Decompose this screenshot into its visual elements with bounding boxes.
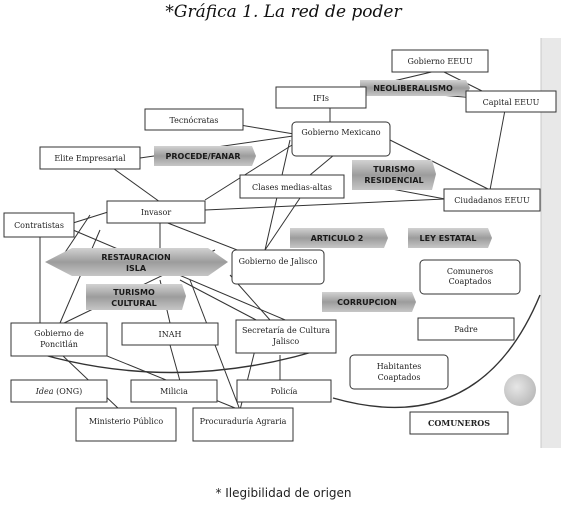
lower-left-ellipse [11,344,336,374]
node-comuneros-coaptados: Comuneros Coaptados [419,259,521,295]
node-capital-eeuu: Capital EEUU [465,90,557,113]
svg-text:TURISMO: TURISMO [113,288,155,297]
svg-text:Capital EEUU: Capital EEUU [483,98,540,107]
svg-text:Milicia: Milicia [160,387,188,396]
decorative-circle [504,374,536,406]
svg-text:Policía: Policía [271,387,298,396]
large-arc-right [332,294,541,409]
svg-text:Ciudadanos EEUU: Ciudadanos EEUU [454,196,530,205]
svg-text:RESIDENCIAL: RESIDENCIAL [364,176,423,185]
svg-text:Poncitlán: Poncitlán [40,340,78,349]
band-turismo-cultural: TURISMO CULTURAL [86,284,186,310]
power-network-diagram: NEOLIBERALISMO PROCEDE/FANAR TURISMO RES… [3,38,561,448]
band-restauracion-isla: RESTAURACION ISLA [45,248,228,276]
svg-text:Gobierno de Jalisco: Gobierno de Jalisco [239,257,318,266]
svg-text:INAH: INAH [159,330,182,339]
node-habitantes-coaptados: Habitantes Coaptados [349,354,449,390]
svg-text:Contratistas: Contratistas [14,221,64,230]
node-padre: Padre [417,317,515,341]
svg-text:CULTURAL: CULTURAL [111,299,157,308]
svg-text:Habitantes: Habitantes [377,362,422,371]
svg-text:Tecnócratas: Tecnócratas [169,116,218,125]
node-inah: INAH [121,322,219,346]
svg-text:ISLA: ISLA [126,264,147,273]
node-clases-medias-altas: Clases medias-altas [239,174,345,199]
band-turismo-residencial: TURISMO RESIDENCIAL [352,160,436,190]
svg-text:Coaptados: Coaptados [378,373,421,382]
svg-text:Invasor: Invasor [141,208,172,217]
node-idea-ong: Idea (ONG) [10,379,108,403]
node-milicia: Milicia [130,379,218,403]
node-secretaria-cultura-jalisco: Secretaría de Cultura Jalisco [235,319,337,354]
svg-text:COMUNEROS: COMUNEROS [428,418,490,428]
node-gobierno-jalisco: Gobierno de Jalisco [231,249,325,285]
svg-text:Idea (ONG): Idea (ONG) [35,387,83,396]
svg-text:Clases medias-altas: Clases medias-altas [252,183,332,192]
node-ifis: IFIs [275,86,367,109]
svg-text:TURISMO: TURISMO [373,165,415,174]
node-tecnocratas: Tecnócratas [144,108,244,131]
band-ley-estatal: LEY ESTATAL [408,228,492,248]
band-articulo-2: ARTICULO 2 [290,228,388,248]
node-gobierno-poncitlan: Gobierno de Poncitlán [10,322,108,357]
svg-text:Coaptados: Coaptados [449,277,492,286]
band-neoliberalismo: NEOLIBERALISMO [360,80,470,96]
svg-text:NEOLIBERALISMO: NEOLIBERALISMO [373,84,453,93]
svg-text:Procuraduría Agraria: Procuraduría Agraria [200,417,287,426]
band-procede-fanar: PROCEDE/FANAR [154,146,256,166]
right-vertical-bar [541,38,561,448]
band-corrupcion: CORRUPCION [322,292,416,312]
node-ministerio-publico: Ministerio Público [75,407,177,442]
svg-text:ARTICULO 2: ARTICULO 2 [311,234,364,243]
node-comuneros: COMUNEROS [409,411,509,435]
svg-text:CORRUPCION: CORRUPCION [337,298,397,307]
svg-text:Gobierno EEUU: Gobierno EEUU [407,57,472,66]
svg-text:Padre: Padre [454,325,478,334]
svg-text:Secretaría de Cultura: Secretaría de Cultura [242,326,330,335]
node-policia: Policía [236,379,332,403]
svg-text:LEY ESTATAL: LEY ESTATAL [420,234,477,243]
node-gobierno-mexicano: Gobierno Mexicano [291,121,391,157]
footnote: * Ilegibilidad de origen [215,486,352,500]
svg-text:Comuneros: Comuneros [447,267,493,276]
node-contratistas: Contratistas [3,212,75,238]
svg-text:Gobierno Mexicano: Gobierno Mexicano [301,128,380,137]
node-invasor: Invasor [106,200,206,224]
figure-title: *Gráfica 1. La red de poder [165,2,402,22]
svg-text:Gobierno de: Gobierno de [34,329,84,338]
svg-text:Ministerio Público: Ministerio Público [89,417,164,426]
node-gobierno-eeuu: Gobierno EEUU [391,49,489,73]
svg-text:RESTAURACION: RESTAURACION [101,253,170,262]
svg-text:IFIs: IFIs [313,94,329,103]
svg-text:PROCEDE/FANAR: PROCEDE/FANAR [166,152,241,161]
node-procuraduria-agraria: Procuraduría Agraria [192,407,294,442]
node-elite-empresarial: Elite Empresarial [39,146,141,170]
svg-text:Elite Empresarial: Elite Empresarial [54,154,126,163]
node-ciudadanos-eeuu: Ciudadanos EEUU [443,188,541,212]
svg-text:Jalisco: Jalisco [272,337,300,346]
